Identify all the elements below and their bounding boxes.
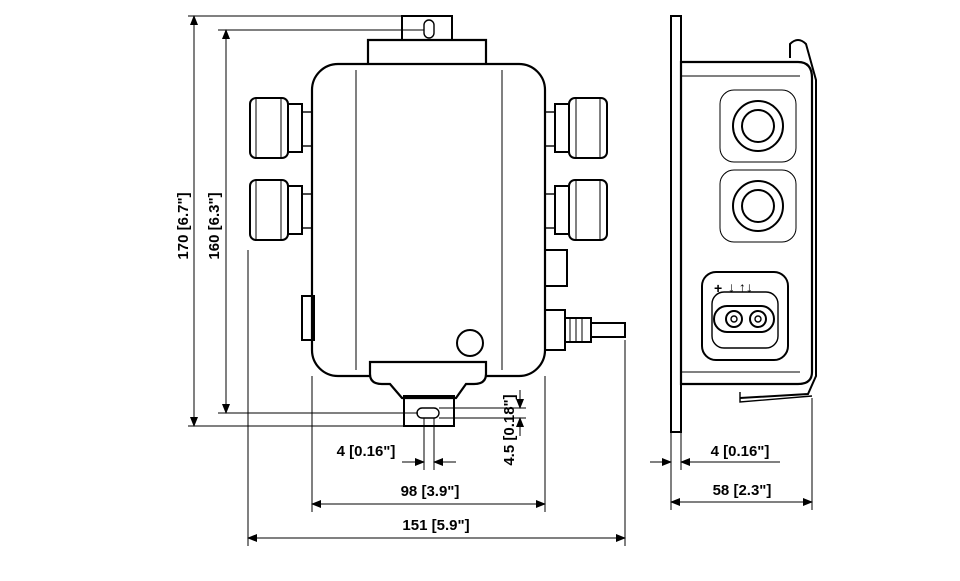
right-plug	[544, 249, 568, 287]
dim-mount-spacing: 98 [3.9"]	[401, 483, 460, 500]
side-connector-panel: + ↓ ↑↓	[701, 271, 789, 361]
left-plug	[301, 295, 315, 341]
right-connector	[544, 309, 626, 351]
plus-symbol: +	[714, 280, 722, 296]
left-cable-gland-top	[249, 97, 313, 159]
dim-height-overall: 170 [6.7"]	[175, 192, 192, 259]
dim-depth: 58 [2.3"]	[713, 482, 772, 499]
arrow-symbols: ↓ ↑↓	[728, 279, 753, 295]
dim-slot-width: 4 [0.16"]	[337, 443, 396, 460]
housing-body	[310, 62, 547, 378]
right-cable-gland-top	[544, 97, 608, 159]
dim-slot-height: 4.5 [0.18"]	[501, 394, 518, 465]
screw-hole-icon	[456, 329, 484, 357]
dimension-lines	[188, 15, 813, 546]
dim-height-mount: 160 [6.3"]	[206, 192, 223, 259]
pin-left-icon	[725, 310, 743, 328]
mount-flange	[670, 15, 682, 433]
side-gland-bottom-icon	[719, 169, 797, 243]
dim-width-overall: 151 [5.9"]	[402, 517, 469, 534]
front-view	[249, 15, 626, 427]
side-gland-top-icon	[719, 89, 797, 163]
bottom-mount-tab	[368, 360, 488, 427]
dim-flange-thickness: 4 [0.16"]	[711, 443, 770, 460]
right-cable-gland-bottom	[544, 179, 608, 241]
side-view: + ↓ ↑↓	[670, 15, 817, 433]
pin-right-icon	[749, 310, 767, 328]
left-cable-gland-bottom	[249, 179, 313, 241]
